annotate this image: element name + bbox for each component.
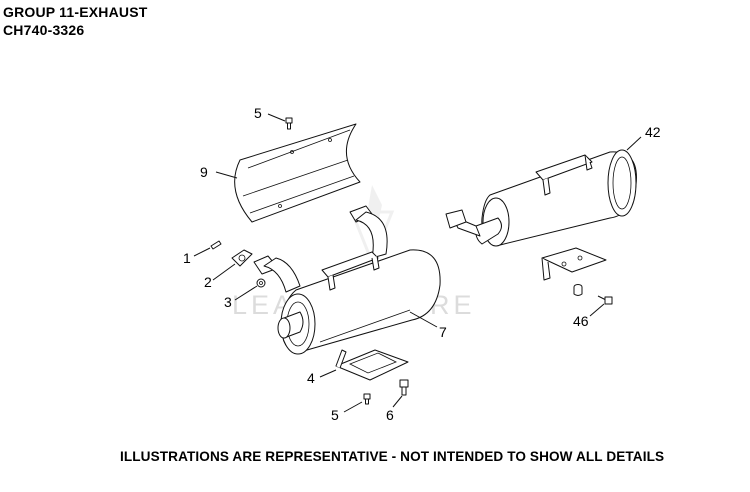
model-code: CH740-3326 (3, 22, 85, 38)
callout-5-top: 5 (254, 105, 262, 121)
exhaust-gasket[interactable] (231, 249, 253, 267)
callout-9: 9 (200, 164, 208, 180)
right-mounting-bracket[interactable] (541, 247, 607, 281)
leader-lines (193, 113, 642, 413)
stud[interactable] (210, 240, 222, 250)
heat-shield[interactable] (234, 123, 361, 223)
callout-5-bottom: 5 (331, 407, 339, 423)
callout-46: 46 (573, 313, 589, 329)
callout-2: 2 (204, 274, 212, 290)
screw-top[interactable] (285, 117, 293, 130)
muffler-bracket[interactable] (335, 349, 409, 381)
screw-bottom[interactable] (363, 393, 371, 405)
callout-42: 42 (645, 124, 661, 140)
callout-4: 4 (307, 370, 315, 386)
callout-1: 1 (183, 250, 191, 266)
muffler[interactable] (253, 205, 441, 355)
spacer-46[interactable] (573, 284, 583, 296)
spark-arrestor-muffler[interactable] (445, 149, 637, 247)
hex-nut[interactable] (256, 278, 266, 288)
callout-3: 3 (224, 294, 232, 310)
bolt-6[interactable] (399, 379, 409, 396)
group-title: GROUP 11-EXHAUST (3, 4, 148, 20)
bolt-46[interactable] (597, 295, 613, 305)
disclaimer-footer: ILLUSTRATIONS ARE REPRESENTATIVE - NOT I… (120, 449, 665, 464)
callout-7: 7 (439, 324, 447, 340)
callout-6: 6 (386, 407, 394, 423)
